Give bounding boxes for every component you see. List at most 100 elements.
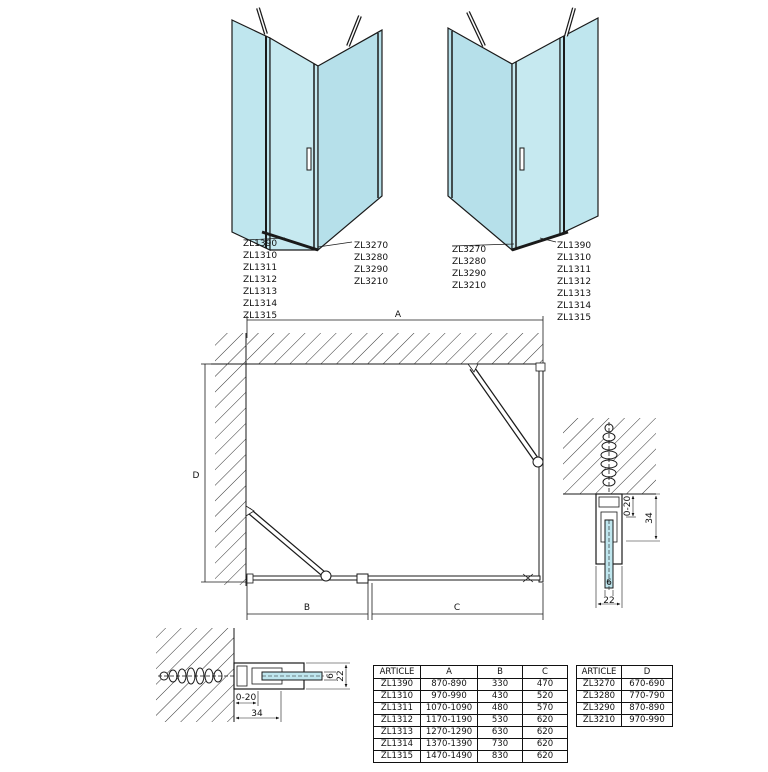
table-cell: 620 (522, 750, 568, 763)
bottom-detail-depth: 34 (251, 709, 263, 719)
wall-left (215, 333, 246, 585)
plan-view: A D B (193, 310, 546, 620)
table-cell: 480 (477, 702, 523, 715)
left-side-label-group: ZL3270 ZL3280 ZL3290 ZL3210 (354, 241, 388, 287)
dim-a-label: A (395, 310, 402, 320)
table-cell: 970-990 (420, 690, 478, 703)
table-cell: ZL1314 (373, 738, 421, 751)
table-cell: ZL1313 (373, 726, 421, 739)
label: ZL3290 (452, 269, 486, 279)
table-cell: ZL3290 (576, 702, 622, 715)
wall-top (247, 333, 543, 364)
right-door-panel (511, 36, 561, 251)
table-cell: 670-690 (621, 678, 673, 691)
table-cell: 870-890 (621, 702, 673, 715)
label: ZL3280 (354, 253, 388, 263)
table-cell: 1270-1290 (420, 726, 478, 739)
left-side-panel (317, 28, 383, 252)
plan-stabiliser-bottom (245, 505, 332, 582)
label: ZL3290 (354, 265, 388, 275)
label: ZL3280 (452, 257, 486, 267)
label: ZL1312 (557, 277, 591, 287)
label: ZL1314 (243, 299, 277, 309)
left-3d-view (231, 7, 383, 252)
bottom-detail-glass-thickness: 6 (326, 673, 336, 679)
dim-c-label: C (454, 603, 460, 613)
table-cell: 530 (477, 714, 523, 727)
label: ZL1315 (557, 313, 591, 323)
label-leaders (244, 237, 557, 248)
bottom-detail-width: 22 (336, 670, 346, 681)
plan-fixed-panel (246, 575, 358, 581)
table-header-cell: B (477, 665, 523, 679)
label: ZL1313 (243, 287, 277, 297)
table-cell: 970-990 (621, 714, 673, 727)
left-fixed-panel (231, 19, 271, 251)
table-cell: 630 (477, 726, 523, 739)
table-header-cell: C (522, 665, 568, 679)
table-cell: ZL1311 (373, 702, 421, 715)
right-door-label-group: ZL1390 ZL1310 ZL1311 ZL1312 ZL1313 ZL131… (557, 241, 591, 323)
table-cell: 570 (522, 702, 568, 715)
label: ZL1390 (243, 239, 277, 249)
table-cell: 1070-1090 (420, 702, 478, 715)
table-header-row: ARTICLE A B C (373, 665, 568, 679)
table-cell: 520 (522, 690, 568, 703)
right-detail-width: 22 (603, 596, 614, 606)
right-detail-tolerance: 0-20 (623, 496, 633, 517)
table-cell: ZL1315 (373, 750, 421, 763)
table-cell: ZL3280 (576, 690, 622, 703)
profile-detail-bottom: 6 22 0-20 34 (156, 628, 350, 722)
right-side-panel (447, 26, 513, 252)
label: ZL1313 (557, 289, 591, 299)
bottom-detail-tolerance: 0-20 (236, 693, 257, 703)
table-header-cell: ARTICLE (373, 665, 421, 679)
right-door-handle (519, 147, 525, 171)
table-cell: 1470-1490 (420, 750, 478, 763)
plan-side-panel (538, 363, 544, 583)
table-cell: 1170-1190 (420, 714, 478, 727)
left-door-panel (269, 36, 319, 251)
table-header-cell: A (420, 665, 478, 679)
table-cell: 330 (477, 678, 523, 691)
dim-b-label: B (304, 603, 310, 613)
table-cell: 620 (522, 738, 568, 751)
left-door-handle (306, 147, 312, 171)
table-cell: 430 (477, 690, 523, 703)
plan-stabiliser-top (467, 363, 544, 468)
label: ZL3270 (452, 245, 486, 255)
table-cell: 830 (477, 750, 523, 763)
label: ZL1310 (557, 253, 591, 263)
right-detail-glass-thickness: 6 (606, 578, 612, 588)
label: ZL1310 (243, 251, 277, 261)
plan-door-panel (367, 575, 541, 581)
table-cell: 620 (522, 714, 568, 727)
label: ZL3210 (354, 277, 388, 287)
right-detail-depth: 34 (645, 512, 655, 524)
label: ZL1311 (557, 265, 591, 275)
table-header-row: ARTICLE D (576, 665, 673, 679)
label: ZL1311 (243, 263, 277, 273)
table-cell: 870-890 (420, 678, 478, 691)
label: ZL3270 (354, 241, 388, 251)
table-cell: 770-790 (621, 690, 673, 703)
label: ZL1312 (243, 275, 277, 285)
label: ZL1390 (557, 241, 591, 251)
label: ZL3210 (452, 281, 486, 291)
profile-detail-right: 0-20 34 6 22 (563, 418, 660, 608)
table-header-cell: D (621, 665, 673, 679)
